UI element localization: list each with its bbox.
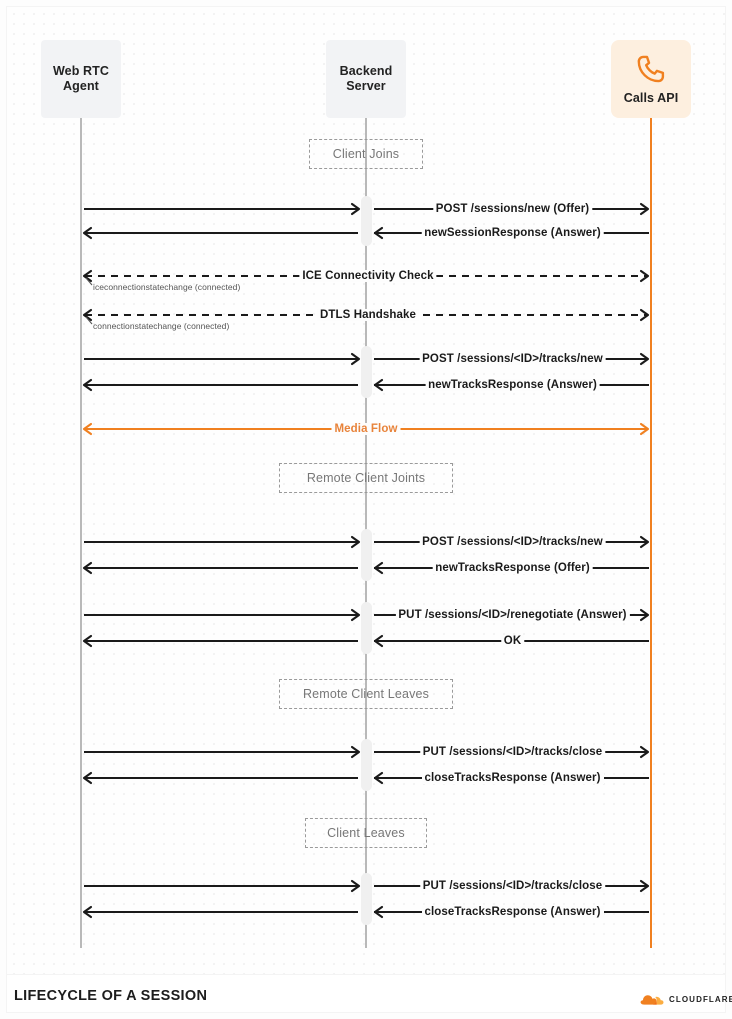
note-client-leaves: Client Leaves: [304, 818, 428, 848]
activation-bar: [360, 196, 372, 246]
note-client-joins: Client Joins: [308, 139, 424, 169]
message-label: POST /sessions/<ID>/tracks/new: [419, 536, 606, 548]
message-label: closeTracksResponse (Answer): [421, 772, 604, 784]
footer-title: LIFECYCLE OF A SESSION: [14, 988, 208, 1004]
message-label: DTLS Handshake: [317, 309, 419, 321]
message-label: POST /sessions/new (Offer): [432, 203, 593, 215]
message-label: PUT /sessions/<ID>/tracks/close: [419, 746, 606, 758]
message-label: POST /sessions/<ID>/tracks/new: [419, 353, 606, 365]
lifeline-calls: [650, 118, 652, 948]
participant-calls[interactable]: Calls API: [611, 40, 691, 118]
cloudflare-brand: CLOUDFLARE: [640, 992, 732, 1006]
note-remote-client-joints: Remote Client Joints: [279, 463, 453, 493]
cloudflare-wordmark: CLOUDFLARE: [669, 994, 732, 1004]
message-label: Media Flow: [331, 423, 401, 435]
activation-bar: [360, 346, 372, 398]
lifeline-webrtc: [80, 118, 82, 948]
message-label: closeTracksResponse (Answer): [421, 906, 604, 918]
participant-label-calls: Calls API: [623, 90, 679, 105]
message-label: ICE Connectivity Check: [299, 270, 437, 282]
message-label: newSessionResponse (Answer): [421, 227, 604, 239]
phone-icon: [637, 55, 665, 82]
activation-bar: [360, 602, 372, 654]
message-label: newTracksResponse (Offer): [432, 562, 593, 574]
activation-bar: [360, 739, 372, 791]
activation-bar: [360, 873, 372, 925]
message-sub-label: connectionstatechange (connected): [93, 321, 230, 331]
note-remote-client-leaves: Remote Client Leaves: [279, 679, 453, 709]
message-label: PUT /sessions/<ID>/renegotiate (Answer): [395, 609, 630, 621]
message-label: OK: [500, 635, 525, 647]
activation-bar: [360, 529, 372, 581]
message-sub-label: iceconnectionstatechange (connected): [93, 282, 241, 292]
message-label: PUT /sessions/<ID>/tracks/close: [419, 880, 606, 892]
message-label: newTracksResponse (Answer): [425, 379, 600, 391]
footer-band: [6, 975, 726, 1013]
cloudflare-cloud-icon: [640, 995, 664, 1005]
